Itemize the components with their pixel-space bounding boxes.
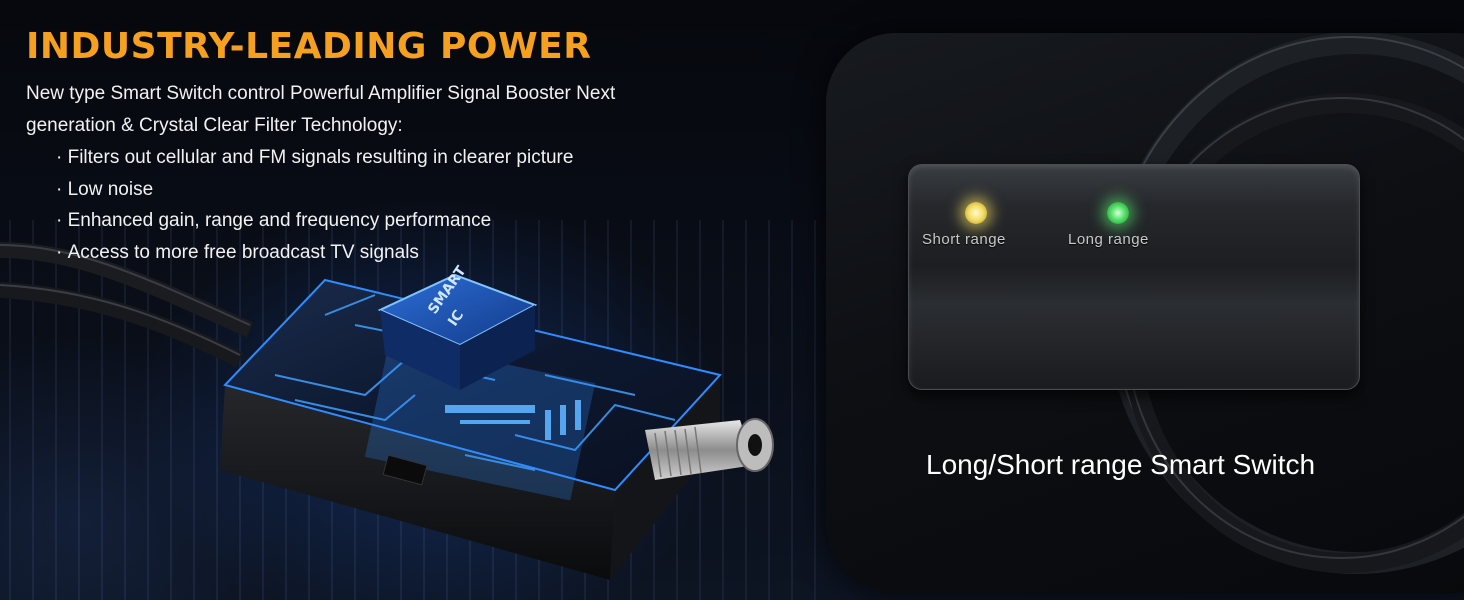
feature-item: Low noise — [56, 174, 573, 206]
feature-list: Filters out cellular and FM signals resu… — [56, 142, 574, 269]
switch-closeup — [908, 164, 1360, 390]
f-connector — [645, 418, 774, 480]
feature-item: Access to more free broadcast TV signals — [56, 237, 573, 269]
caption: Long/Short range Smart Switch — [926, 449, 1316, 480]
intro-text: New type Smart Switch control Powerful A… — [26, 83, 616, 136]
amplifier-device: SMART IC — [220, 263, 774, 580]
slide-switch — [382, 454, 428, 486]
long-range-label: Long range — [1068, 231, 1149, 248]
short-range-led — [965, 202, 987, 224]
feature-item: Enhanced gain, range and frequency perfo… — [56, 205, 573, 237]
feature-item: Filters out cellular and FM signals resu… — [56, 142, 574, 174]
long-range-led — [1107, 202, 1129, 224]
chip-label-line2: IC — [445, 307, 467, 329]
switch-panel: Short range Long range — [826, 33, 1464, 593]
headline: INDUSTRY-LEADING POWER — [26, 26, 592, 67]
short-range-label: Short range — [922, 231, 1006, 248]
